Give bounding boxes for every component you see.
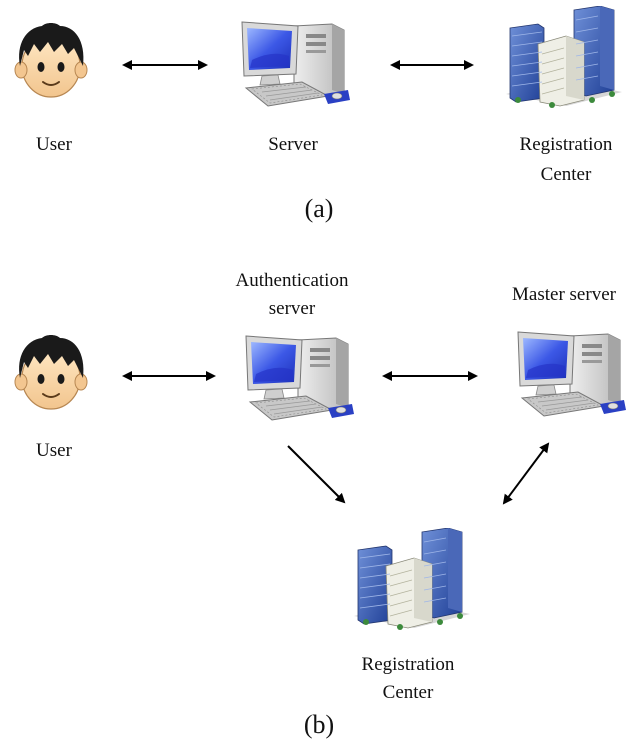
arrow-auth-server-registration-center [287, 445, 346, 504]
user-label: User [36, 440, 72, 461]
user-face-icon [14, 22, 88, 98]
registration-center-buildings-icon [353, 528, 471, 630]
registration-center-label-line2: Center [540, 164, 592, 185]
arrow-master-server-registration-center [502, 442, 550, 505]
auth-server-label-line2: server [268, 298, 316, 319]
auth-server-label-line1: Authentication [235, 270, 349, 291]
caption-a: (a) [304, 194, 334, 223]
server-computer-icon [241, 21, 351, 107]
registration-center-label-line1: Registration [519, 134, 613, 155]
master-server-computer-icon [517, 331, 627, 417]
master-server-label: Master server [512, 284, 616, 305]
user-label: User [36, 134, 72, 155]
caption-b: (b) [303, 710, 335, 739]
registration-center-label-line1: Registration [361, 654, 455, 675]
registration-center-label-line2: Center [382, 682, 434, 703]
auth-server-computer-icon [245, 335, 355, 421]
server-label: Server [268, 134, 318, 155]
registration-center-buildings-icon [505, 6, 623, 108]
user-face-icon [14, 334, 88, 410]
